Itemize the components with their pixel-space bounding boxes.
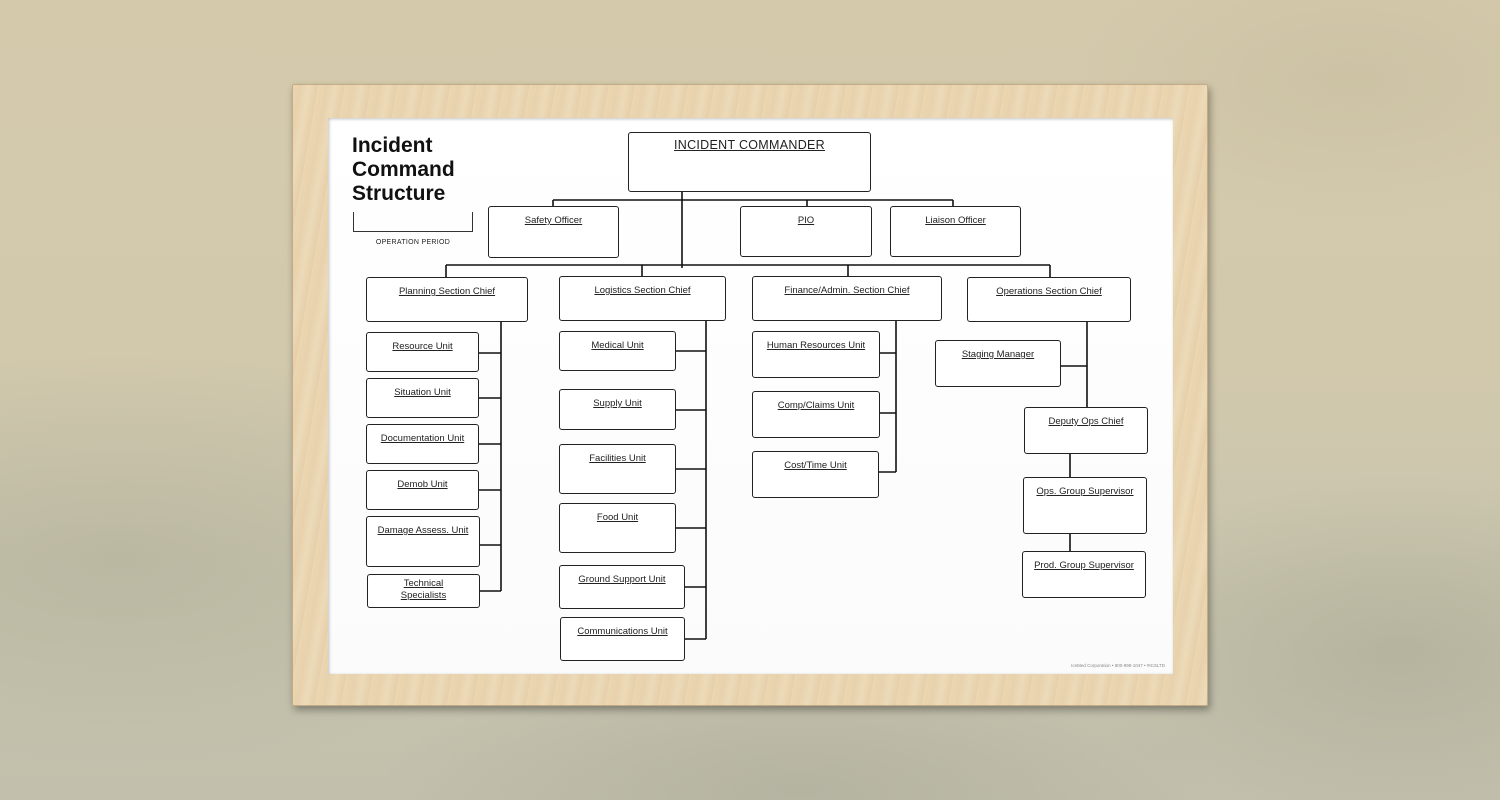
documentation-unit-label: Documentation Unit bbox=[380, 433, 465, 444]
resource-unit-box: Resource Unit bbox=[366, 332, 479, 372]
comp-claims-unit-label: Comp/Claims Unit bbox=[777, 400, 855, 411]
operations-section-chief-box: Operations Section Chief bbox=[967, 277, 1131, 322]
facilities-unit-box: Facilities Unit bbox=[559, 444, 676, 494]
medical-unit-box: Medical Unit bbox=[559, 331, 676, 371]
staging-manager-label: Staging Manager bbox=[961, 349, 1035, 360]
board-title: Incident Command Structure bbox=[352, 134, 455, 205]
logistics-section-chief-box: Logistics Section Chief bbox=[559, 276, 726, 321]
facilities-unit-label: Facilities Unit bbox=[589, 453, 646, 464]
finance-section-chief-label: Finance/Admin. Section Chief bbox=[784, 285, 910, 296]
operation-period-label: OPERATION PERIOD bbox=[375, 239, 451, 246]
damage-assess-unit-box: Damage Assess. Unit bbox=[366, 516, 480, 567]
operations-section-chief-label: Operations Section Chief bbox=[996, 286, 1102, 297]
staging-manager-box: Staging Manager bbox=[935, 340, 1061, 387]
cost-time-unit-label: Cost/Time Unit bbox=[784, 460, 847, 471]
situation-unit-label: Situation Unit bbox=[394, 387, 451, 398]
connector-lines bbox=[445, 192, 1088, 640]
prod-group-supervisor-label: Prod. Group Supervisor bbox=[1034, 560, 1134, 571]
manufacturer-footer: IceMed Corporation • 800-999-1047 • #ICS… bbox=[1071, 663, 1165, 668]
supply-unit-box: Supply Unit bbox=[559, 389, 676, 430]
deputy-ops-chief-box: Deputy Ops Chief bbox=[1024, 407, 1148, 454]
pio-label: PIO bbox=[797, 215, 815, 226]
damage-assess-unit-label: Damage Assess. Unit bbox=[377, 525, 469, 536]
ops-group-supervisor-box: Ops. Group Supervisor bbox=[1023, 477, 1147, 534]
deputy-ops-chief-label: Deputy Ops Chief bbox=[1048, 416, 1124, 427]
safety-officer-box: Safety Officer bbox=[488, 206, 619, 258]
operation-period-box bbox=[353, 212, 473, 232]
demob-unit-box: Demob Unit bbox=[366, 470, 479, 510]
incident-commander-box: INCIDENT COMMANDER bbox=[628, 132, 871, 192]
ground-support-unit-label: Ground Support Unit bbox=[578, 574, 666, 585]
safety-officer-label: Safety Officer bbox=[524, 215, 583, 226]
supply-unit-label: Supply Unit bbox=[593, 398, 642, 409]
human-resources-unit-box: Human Resources Unit bbox=[752, 331, 880, 378]
liaison-officer-box: Liaison Officer bbox=[890, 206, 1021, 257]
whiteboard: Incident Command Structure OPERATION PER… bbox=[328, 118, 1173, 674]
wooden-frame: Incident Command Structure OPERATION PER… bbox=[292, 84, 1208, 706]
situation-unit-box: Situation Unit bbox=[366, 378, 479, 418]
incident-commander-label: INCIDENT COMMANDER bbox=[673, 138, 825, 152]
logistics-section-chief-label: Logistics Section Chief bbox=[594, 285, 691, 296]
comp-claims-unit-box: Comp/Claims Unit bbox=[752, 391, 880, 438]
food-unit-label: Food Unit bbox=[596, 512, 639, 523]
ops-group-supervisor-label: Ops. Group Supervisor bbox=[1036, 486, 1134, 497]
ground-support-unit-box: Ground Support Unit bbox=[559, 565, 685, 609]
resource-unit-label: Resource Unit bbox=[392, 341, 453, 352]
cost-time-unit-box: Cost/Time Unit bbox=[752, 451, 879, 498]
medical-unit-label: Medical Unit bbox=[591, 340, 644, 351]
human-resources-unit-label: Human Resources Unit bbox=[766, 340, 866, 351]
prod-group-supervisor-box: Prod. Group Supervisor bbox=[1022, 551, 1146, 598]
demob-unit-label: Demob Unit bbox=[397, 479, 448, 490]
communications-unit-box: Communications Unit bbox=[560, 617, 685, 661]
food-unit-box: Food Unit bbox=[559, 503, 676, 553]
pio-box: PIO bbox=[740, 206, 872, 257]
communications-unit-label: Communications Unit bbox=[577, 626, 668, 637]
finance-section-chief-box: Finance/Admin. Section Chief bbox=[752, 276, 942, 321]
technical-specialists-box: Technical Specialists bbox=[367, 574, 480, 608]
planning-section-chief-box: Planning Section Chief bbox=[366, 277, 528, 322]
technical-specialists-label: Technical Specialists bbox=[400, 578, 447, 601]
documentation-unit-box: Documentation Unit bbox=[366, 424, 479, 464]
planning-section-chief-label: Planning Section Chief bbox=[398, 286, 496, 297]
liaison-officer-label: Liaison Officer bbox=[925, 215, 986, 226]
